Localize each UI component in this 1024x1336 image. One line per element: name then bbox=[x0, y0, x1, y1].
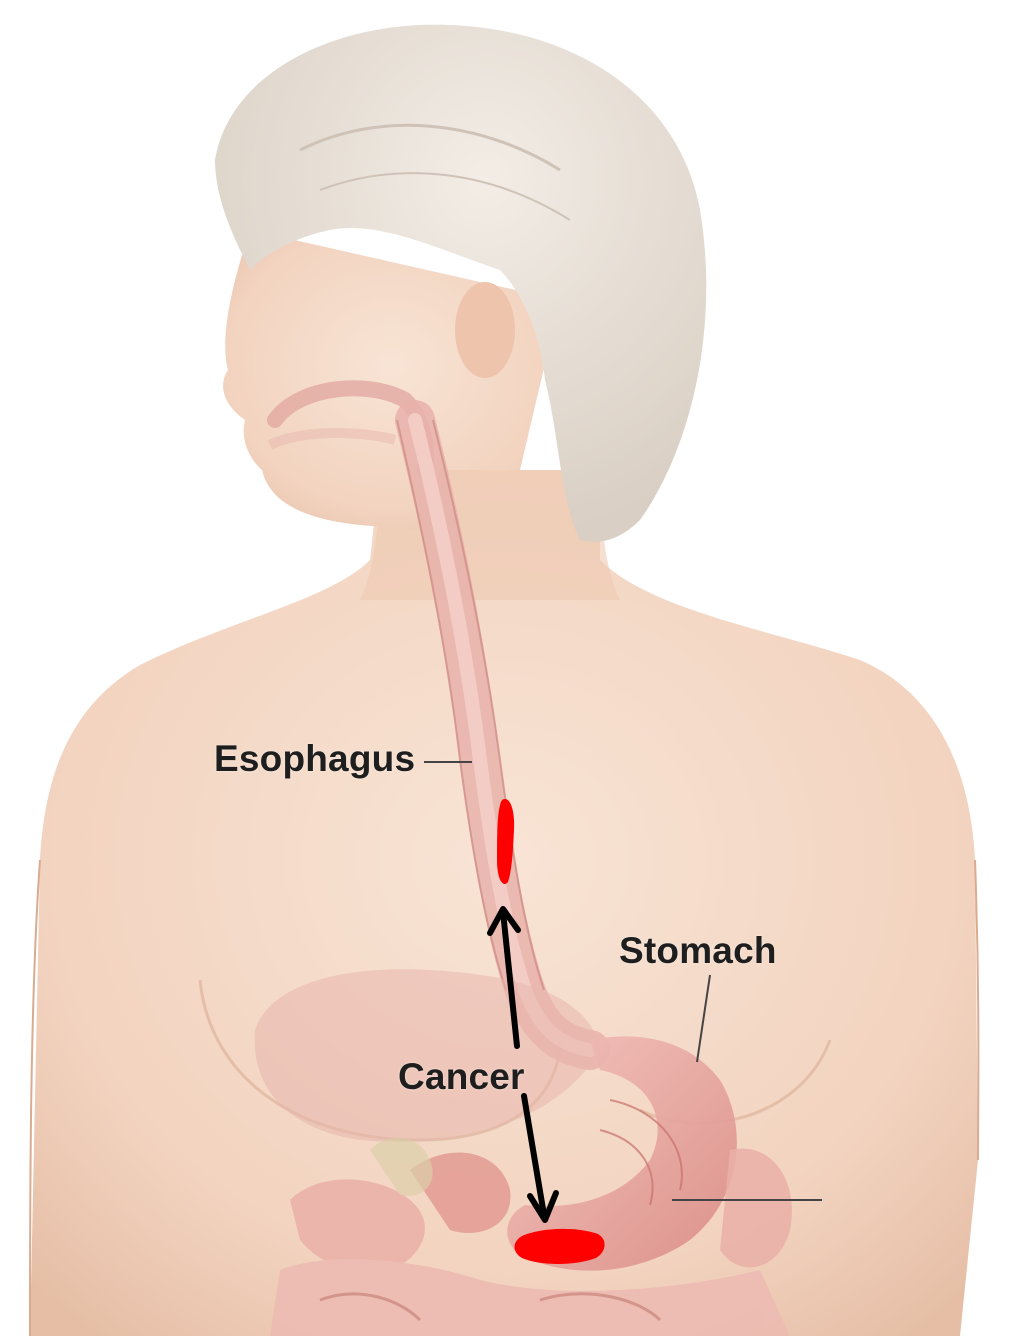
cancer-label: Cancer bbox=[398, 1058, 525, 1095]
stomach-label: Stomach bbox=[619, 932, 777, 969]
head bbox=[215, 25, 706, 542]
esophagus-label: Esophagus bbox=[214, 740, 415, 777]
tumor-marker-stomach bbox=[515, 1229, 605, 1264]
